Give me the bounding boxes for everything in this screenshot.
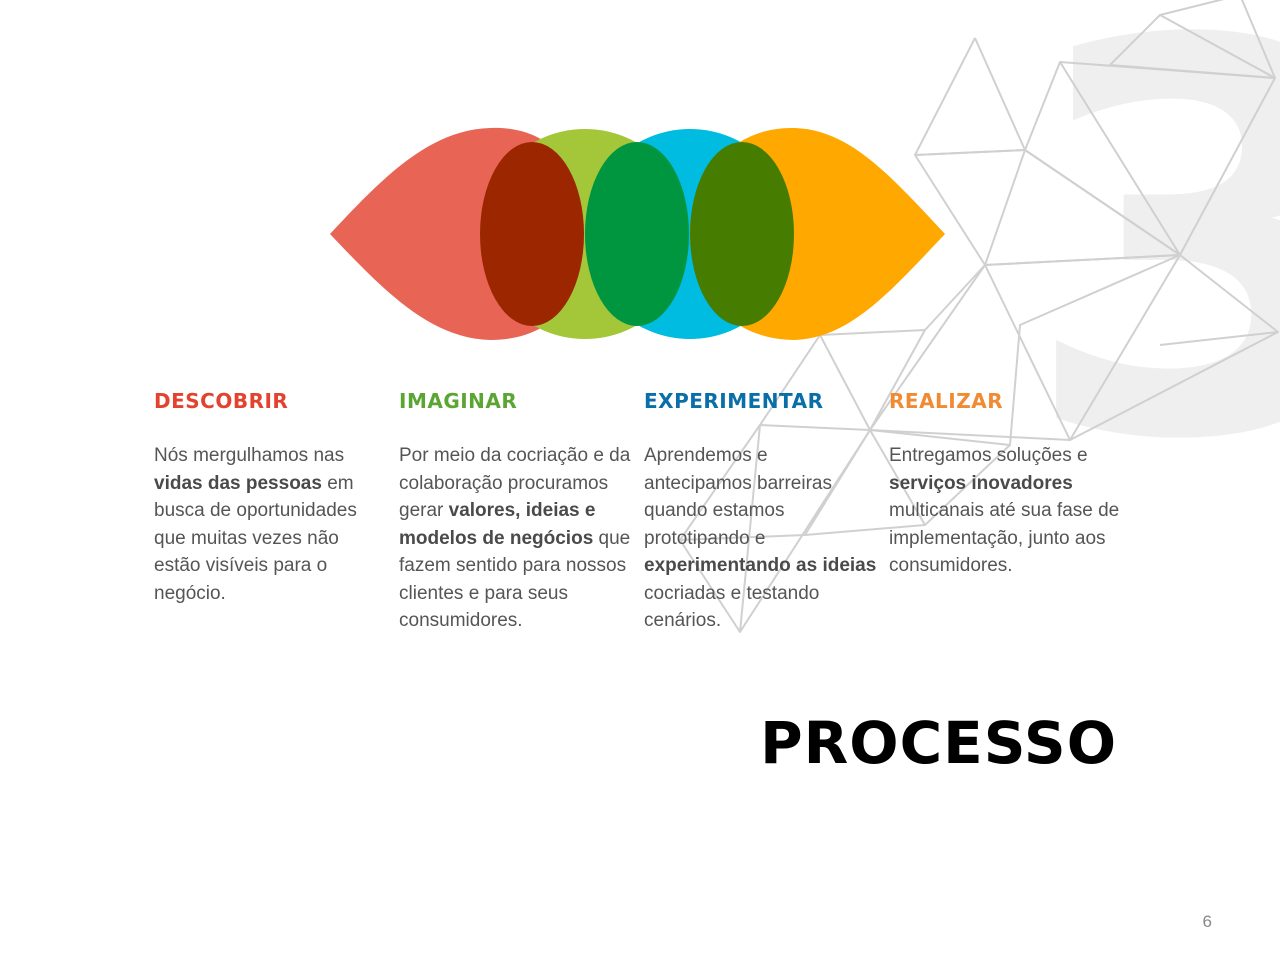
body-text: cocriadas e testando cenários. — [644, 582, 820, 632]
overlap-green-cyan — [585, 142, 689, 326]
column-body: Por meio da cocriação e da colaboração p… — [399, 442, 634, 635]
body-text: Aprendemos e antecipamos barreiras quand… — [644, 445, 832, 549]
body-text: multicanais até sua fase de implementaçã… — [889, 500, 1120, 576]
column-body: Nós mergulhamos nas vidas das pessoas em… — [154, 442, 389, 607]
body-text: Entregamos soluções e — [889, 445, 1088, 466]
column-body: Entregamos soluções e serviços inovadore… — [889, 442, 1124, 580]
body-text: que fazem sentido para nossos clientes e… — [399, 527, 631, 632]
body-text: Por meio da cocriação e da colaboração p… — [399, 445, 631, 521]
column-imaginar: IMAGINAR Por meio da cocriação e da cola… — [399, 386, 634, 635]
process-shape — [330, 127, 945, 341]
overlap-cyan-orange — [690, 142, 794, 326]
column-realizar: REALIZAR Entregamos soluções e serviços … — [889, 386, 1124, 580]
body-text-bold: vidas das pessoas — [154, 472, 322, 494]
geometric-line-art — [679, 0, 1279, 633]
column-title: REALIZAR — [889, 389, 1004, 413]
page-title: PROCESSO — [760, 709, 1117, 777]
big-digit-watermark: 3 — [1020, 0, 1280, 558]
column-experimentar: EXPERIMENTAR Aprendemos e antecipamos ba… — [644, 386, 879, 635]
overlap-red-green — [480, 142, 584, 326]
column-descobrir: DESCOBRIR Nós mergulhamos nas vidas das … — [154, 386, 389, 607]
column-title: EXPERIMENTAR — [644, 389, 824, 413]
body-text-bold: experimentando as ideias — [644, 555, 877, 576]
body-text: Nós mergulhamos nas — [154, 445, 345, 466]
page-number: 6 — [1202, 912, 1212, 931]
column-title: IMAGINAR — [399, 389, 518, 413]
body-text-bold: serviços inovadores — [889, 472, 1073, 494]
body-text: em busca de oportunidades que muitas vez… — [154, 472, 357, 604]
column-title: DESCOBRIR — [154, 389, 289, 413]
body-text-bold: valores, ideias e modelos de negócios — [399, 500, 596, 549]
column-body: Aprendemos e antecipamos barreiras quand… — [644, 442, 879, 635]
